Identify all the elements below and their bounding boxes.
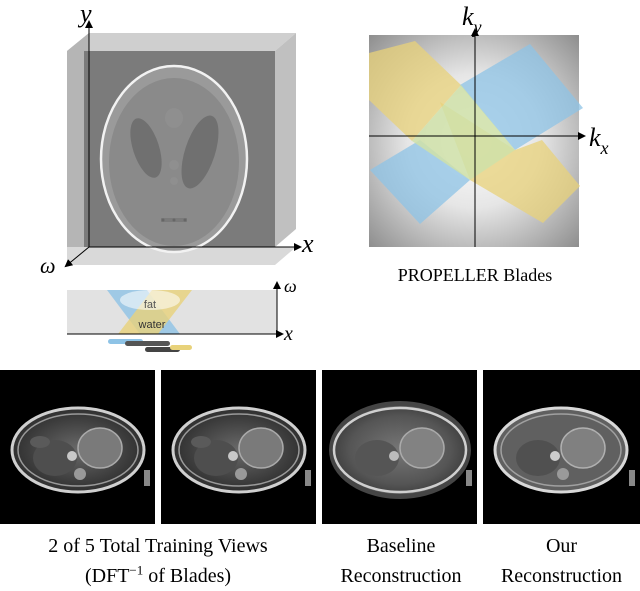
caption-training-line2: (DFT−1 of Blades) [84, 562, 232, 587]
cube-right-face [275, 33, 296, 247]
phantom-outline [99, 64, 249, 254]
mri-panel-baseline [322, 370, 477, 524]
caption-training-views: 2 of 5 Total Training Views (DFT−1 of Bl… [0, 531, 316, 591]
axis-ky-label: ky [462, 2, 482, 37]
spectrum-x-label: x [283, 323, 293, 345]
propeller-diagram: ky kx PROPELLER Blades [369, 2, 609, 285]
top-diagrams: y x ω ky kx PROPELLER Blades fat water [40, 0, 609, 352]
caption-baseline-line1: Baseline [366, 535, 436, 557]
spectrum-bar-4 [170, 345, 192, 350]
caption-ours-line1: Our [545, 535, 578, 557]
axis-x-label: x [301, 229, 314, 258]
mri-panel-ours [483, 370, 640, 524]
spectrum-water-label: water [138, 319, 166, 331]
cube-left-face [67, 33, 89, 265]
blade-blue-1 [460, 44, 583, 150]
spectrum-bar-2 [125, 341, 170, 346]
phantom-spot-mid [169, 160, 179, 170]
spectrum-fat-label: fat [144, 299, 156, 311]
axis-omega-arrow [64, 246, 90, 268]
blade-overlap-center [412, 85, 515, 180]
axis-omega-label: ω [40, 253, 56, 278]
caption-ours-line2: Reconstruction [500, 565, 623, 587]
axis-kx-label: kx [589, 123, 609, 158]
axis-y-label: y [77, 0, 92, 28]
mri-panel-training-1 [0, 370, 155, 524]
cube-bottom-face [67, 247, 296, 265]
caption-baseline-line2: Reconstruction [340, 565, 462, 587]
propeller-caption: PROPELLER Blades [398, 265, 553, 285]
mri-panels [0, 370, 640, 524]
phantom-ventricle-right [181, 115, 219, 189]
spectrum-diagram: fat water ω x [67, 276, 297, 352]
phantom-cube: y x ω [40, 0, 314, 278]
cube-top-face [67, 33, 296, 51]
blade-yellow-1 [369, 41, 461, 141]
phantom-spot-low [170, 177, 178, 185]
caption-baseline: Baseline Reconstruction [322, 531, 480, 591]
spectrum-omega-label: ω [284, 276, 297, 296]
phantom-ventricle-left [130, 118, 162, 178]
caption-ours: Our Reconstruction [483, 531, 640, 591]
phantom-spot-top [165, 108, 183, 128]
caption-training-line1: 2 of 5 Total Training Views [48, 535, 268, 557]
mri-panel-training-2 [161, 370, 316, 524]
